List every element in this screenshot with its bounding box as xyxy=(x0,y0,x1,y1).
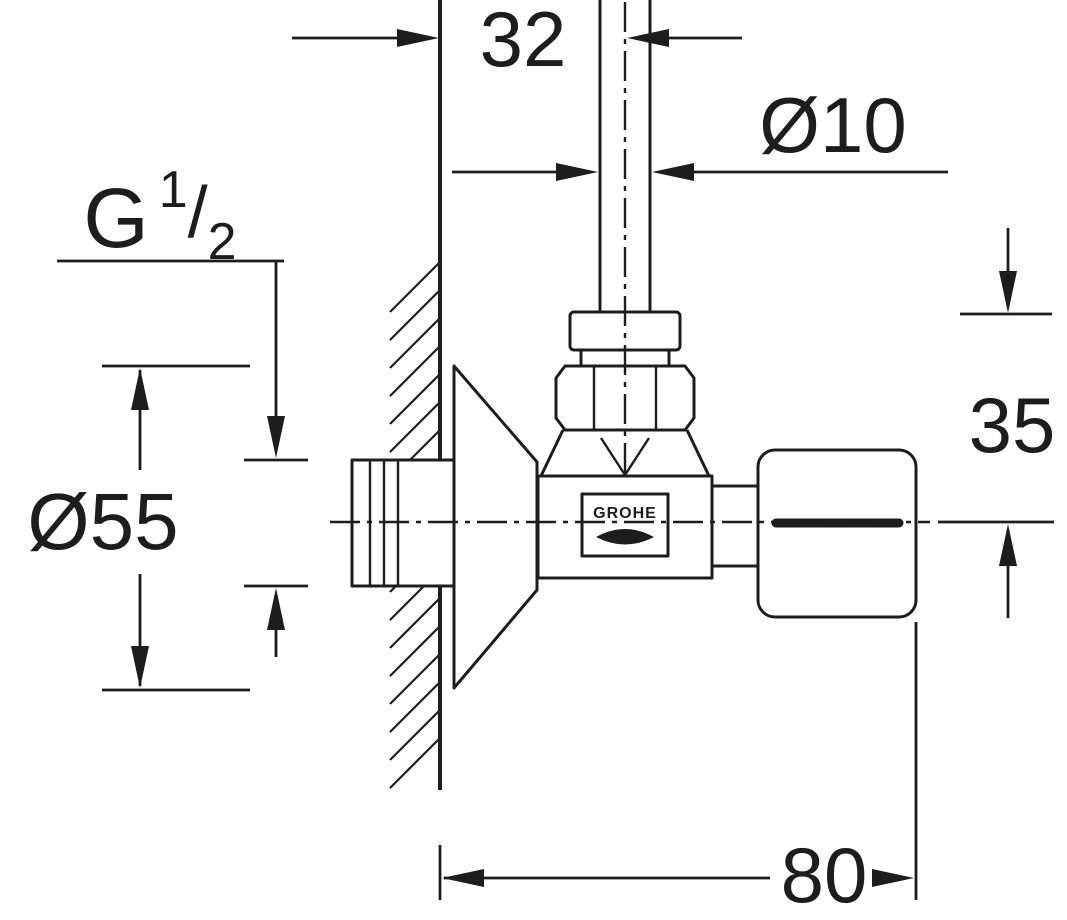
funnel-right xyxy=(685,429,711,477)
handle-knob xyxy=(756,448,918,619)
dim10-arrow-left-icon xyxy=(652,163,694,181)
dim80-arrow-right-icon xyxy=(872,869,914,887)
dimension-rosette: Ø55 xyxy=(27,364,250,692)
dim80-arrow-left-icon xyxy=(442,869,484,887)
thread-numerator: 1 xyxy=(159,161,188,219)
cone-left xyxy=(599,437,627,476)
thread-arrow-up-icon xyxy=(267,588,285,630)
dim55-arrow-up-icon xyxy=(131,368,149,410)
dimension-32: 32 xyxy=(292,0,742,83)
thread-slash: / xyxy=(188,173,208,253)
cone-right xyxy=(623,437,651,476)
valve-assembly: GROHE xyxy=(330,0,930,690)
brand-label: GROHE xyxy=(593,505,657,522)
dimension-35: 35 xyxy=(938,228,1055,618)
wall-section xyxy=(389,0,442,790)
wall-rosette xyxy=(452,364,539,690)
dim32-value: 32 xyxy=(480,0,567,83)
funnel-left xyxy=(539,429,565,477)
dim35-value: 35 xyxy=(969,381,1056,469)
dim35-arrow-up-icon xyxy=(999,524,1017,566)
dim10-value: Ø10 xyxy=(759,81,906,169)
dim10-arrow-right-icon xyxy=(556,163,598,181)
thread-arrow-down-icon xyxy=(267,416,285,458)
dim35-arrow-down-icon xyxy=(999,271,1017,313)
dimension-pipe-diameter: Ø10 xyxy=(452,81,948,181)
dim32-arrow-right-icon xyxy=(397,29,439,47)
brand-wave-icon xyxy=(596,529,654,545)
handle-neck xyxy=(710,484,760,568)
dim32-arrow-left-icon xyxy=(627,29,669,47)
thread-prefix: G xyxy=(83,171,148,265)
dim55-arrow-down-icon xyxy=(131,646,149,688)
dimension-80: 80 xyxy=(438,622,918,919)
dim80-value: 80 xyxy=(781,831,868,919)
dim55-value: Ø55 xyxy=(27,477,178,566)
brand-plate xyxy=(580,492,670,558)
